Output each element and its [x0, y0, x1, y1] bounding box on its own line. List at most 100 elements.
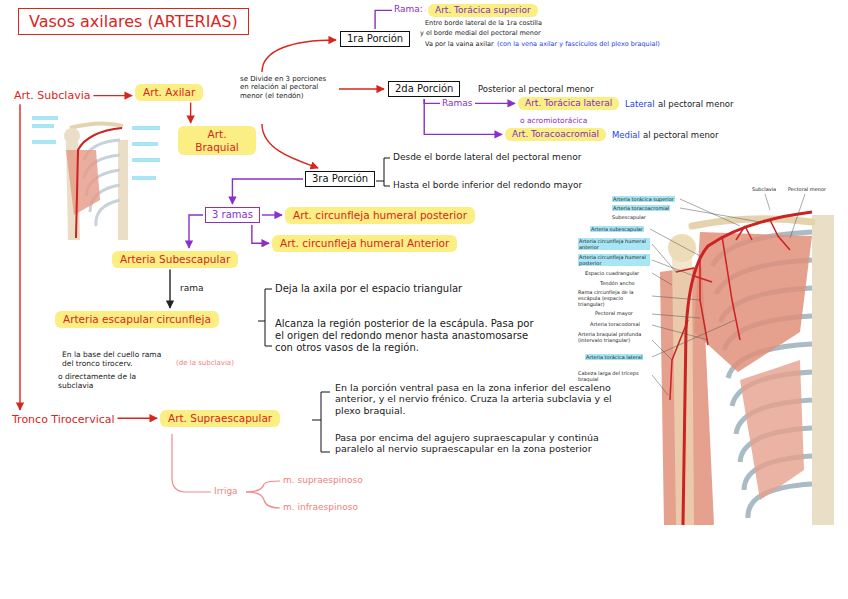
figure-label: Subclavia: [752, 186, 776, 192]
note-text: (de la subclavia): [176, 359, 234, 367]
node-text: Tronco Tirocervical: [12, 413, 115, 426]
note-text: Entre borde lateral de la 1ra costilla: [425, 20, 542, 28]
bracket: [312, 392, 330, 452]
note-text: m. infraespinoso: [283, 502, 358, 513]
branch: [676, 268, 712, 282]
note-text: Desde el borde lateral del pectoral meno…: [393, 152, 581, 163]
arteries: [670, 212, 812, 525]
node-text: 1ra Porción: [347, 33, 403, 45]
connector-arrow: [190, 103, 191, 123]
branch-count-box: 3 ramas: [205, 207, 260, 223]
leader: [790, 194, 805, 238]
note-text: Pasa por encima del agujero supraescapul…: [335, 432, 635, 455]
leader: [652, 340, 672, 360]
figure-label: Arteria toracodorsal: [590, 321, 640, 327]
connector-arrow: [232, 179, 303, 204]
note-text: En la porción ventral pasa en la zona in…: [335, 382, 635, 416]
note-text: Posterior al pectoral menor: [478, 84, 594, 94]
leader: [652, 314, 700, 318]
rib: [96, 200, 120, 226]
serratus-muscle: [740, 360, 804, 500]
tag: [132, 142, 158, 146]
shoulder-illustration: [650, 194, 834, 525]
humeral-head: [64, 128, 80, 144]
mini-skeleton: [32, 116, 160, 240]
edge-label: Ramas: [440, 98, 475, 109]
figure-label: Arteria braquial profunda (intervalo tri…: [578, 331, 648, 343]
figure-label: Espacio cuadrangular: [585, 270, 639, 276]
tag: [32, 140, 56, 144]
artery-box: Arteria escapular circunfleja: [55, 311, 219, 328]
figure-label: Pectoral menor: [788, 186, 826, 192]
connector-arrow: [93, 95, 132, 96]
portion-box: 3ra Porción: [305, 171, 375, 187]
node-text: Art. Toracoacromial: [512, 129, 599, 140]
leader: [652, 375, 668, 395]
figure-label: Arteria toracoacromial: [612, 205, 670, 211]
branch-box: Art. Torácica superior: [428, 4, 538, 17]
tag: [132, 176, 156, 180]
node-text: Arteria escapular circunfleja: [63, 313, 211, 326]
edge-label: Rama:: [392, 4, 425, 15]
note-text: o acromiotorácica: [520, 116, 587, 125]
figure-label: Cabeza larga del tríceps braquial: [578, 370, 648, 382]
connector-arrow: [169, 270, 170, 308]
note-text: (con la vena axilar y fascículos del ple…: [497, 41, 660, 49]
node-text: Art. circunfleja humeral posterior: [293, 209, 467, 222]
note-text: al pectoral menor: [658, 99, 733, 109]
note-text: y el borde medial del pectoral menor: [420, 30, 541, 38]
pink-line: [172, 434, 211, 492]
leader: [652, 260, 694, 276]
note-text: Deja la axila por el espacio triangular: [275, 283, 462, 295]
branch: [700, 256, 708, 345]
note-text: En la base del cuello rama del tronco ti…: [62, 350, 174, 368]
artery-box: Art. Axilar: [135, 84, 203, 101]
bracket-line: [262, 124, 318, 168]
figure-label: Tendón ancho: [600, 280, 635, 286]
figure-label: Arteria circunfleja humeral anterior: [578, 238, 650, 250]
muscle: [66, 150, 100, 215]
portion-box: 1ra Porción: [340, 31, 410, 47]
leader: [652, 273, 672, 285]
artery-box: Arteria Subescapular: [112, 251, 238, 268]
tag: [32, 116, 58, 120]
leader: [652, 296, 700, 300]
note-text: Irriga: [214, 486, 238, 497]
start-label: Art. Subclavia: [14, 89, 90, 102]
note-text: o directamente de la subclavia: [58, 372, 150, 390]
connector-arrow: [189, 215, 203, 248]
connector-arrow: [118, 418, 157, 419]
artery-box: Art. Braquial: [178, 126, 256, 155]
note-text: Lateral: [625, 99, 655, 109]
clavicle: [70, 123, 123, 128]
figure-label: Arteria circunfleja humeral posterior: [578, 254, 650, 266]
artery-box: Art. circunfleja humeral posterior: [285, 207, 475, 224]
edge-label: rama: [178, 283, 206, 294]
note-text: m. supraespinoso: [283, 475, 363, 486]
diagram-title: Vasos axilares (ARTERIAS): [18, 8, 249, 35]
figure-label: Arteria subescapular: [590, 226, 644, 232]
node-text: Art. Subclavia: [14, 89, 90, 102]
branch: [770, 220, 790, 250]
pink-line: [246, 481, 280, 492]
bracket: [376, 158, 390, 186]
node-text: Art. Braquial: [186, 128, 248, 153]
bracket-line: [262, 40, 336, 72]
axillary-artery: [683, 212, 812, 525]
figure-label: Pectoral mayor: [595, 310, 633, 316]
leader: [680, 208, 760, 222]
leader: [765, 194, 770, 210]
branch: [736, 226, 752, 240]
bracket-line: [339, 88, 384, 89]
note-text: Va por la vaina axilar: [425, 41, 494, 49]
node-text: 3 ramas: [212, 209, 253, 221]
node-text: Art. Axilar: [143, 86, 195, 99]
humeral-head: [668, 234, 696, 262]
branch-box: Art. Toracoacromial: [505, 128, 606, 141]
division-bracket: [262, 40, 384, 168]
branch-box: Art. Torácica lateral: [518, 97, 619, 110]
leader: [650, 229, 700, 256]
leader: [652, 325, 708, 340]
connector-arrow: [252, 225, 269, 243]
